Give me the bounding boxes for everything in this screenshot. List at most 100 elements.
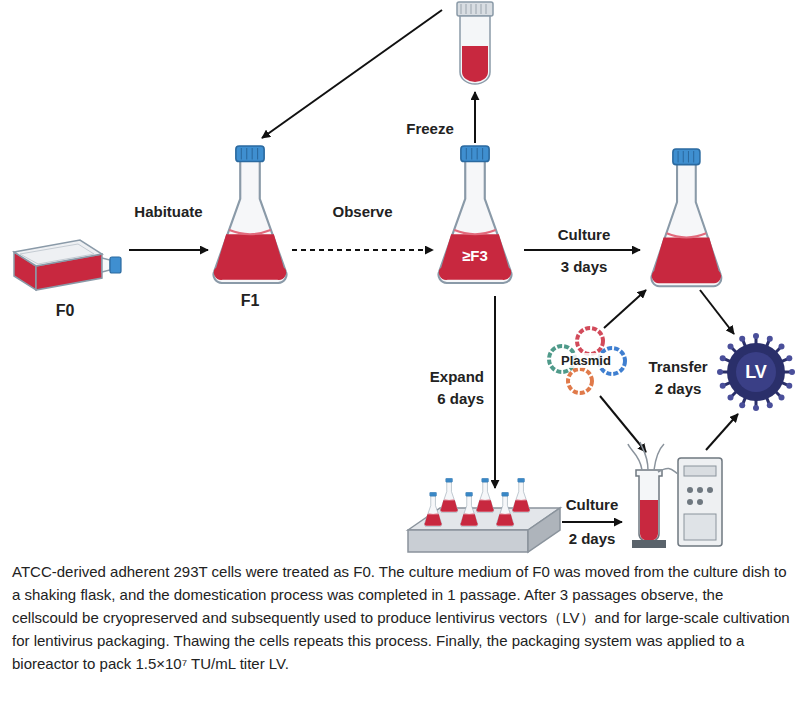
bioreactor — [684, 514, 716, 540]
shaker-flasks — [424, 478, 529, 526]
bioreactor — [636, 470, 662, 542]
shake-flask — [482, 478, 489, 482]
shake-flask — [480, 499, 490, 500]
shape-part — [236, 146, 264, 162]
culture-flask — [5, 232, 125, 294]
shape-part — [461, 146, 489, 162]
shake-flask — [446, 478, 453, 482]
shake-flask — [440, 478, 457, 512]
bioreactor — [628, 442, 678, 474]
shape-part — [728, 344, 734, 350]
shake-flask — [430, 492, 437, 496]
shake-flask — [500, 513, 510, 514]
shake-flask — [678, 151, 694, 162]
shape-part — [454, 230, 495, 234]
shape-part — [779, 395, 785, 401]
flask-node: F1 — [212, 145, 288, 310]
shake-flask — [466, 492, 473, 496]
shape-part — [568, 369, 592, 393]
step-label: 2 days — [567, 530, 618, 547]
shape-part — [727, 343, 785, 401]
shape-part — [739, 336, 745, 342]
shape-part — [786, 383, 792, 389]
flask-node: F0 — [5, 232, 125, 320]
shake-flask — [496, 492, 513, 526]
shake-flask — [467, 493, 471, 496]
shake-flask — [518, 478, 525, 482]
step-label: Culture — [556, 226, 613, 243]
shake-flask — [464, 513, 474, 514]
figure-caption: ATCC-derived adherent 293T cells were tr… — [12, 560, 790, 675]
cryo-tube — [461, 4, 486, 14]
step-label: Culture — [564, 496, 621, 513]
shake-flask — [673, 149, 700, 165]
step-label: Observe — [330, 203, 394, 220]
step-label: Habituate — [132, 203, 204, 220]
shape-part — [728, 395, 734, 401]
cryo-tube — [462, 46, 488, 82]
shape-part — [739, 402, 745, 408]
shake-flask — [502, 492, 509, 496]
shape-part — [779, 344, 785, 350]
shape-part — [736, 352, 776, 392]
shake-flask — [212, 145, 288, 285]
bioreactor — [684, 466, 716, 476]
shape-part — [110, 257, 121, 273]
step-label: 3 days — [559, 258, 610, 275]
step-label: 6 days — [435, 390, 486, 407]
shaker-platform — [408, 508, 560, 552]
shake-flask — [512, 478, 529, 512]
shake-flask — [476, 478, 493, 512]
shape-part — [14, 240, 102, 266]
shake-flask — [424, 514, 441, 525]
shape-part — [439, 234, 511, 280]
step-label: 2 days — [653, 380, 704, 397]
shape-part — [241, 148, 257, 159]
flask-node: ≥F3 — [437, 145, 513, 285]
shake-flask — [437, 145, 513, 285]
shake-flask — [652, 237, 721, 283]
process-arrows — [604, 290, 646, 328]
process-arrows — [262, 10, 442, 138]
shape-part — [577, 328, 603, 354]
cryo-tube — [457, 2, 493, 16]
shake-flask — [483, 479, 487, 482]
shape-part — [767, 402, 773, 408]
process-arrow — [129, 249, 208, 251]
shake-flask — [651, 163, 721, 287]
shake-flask — [496, 496, 513, 527]
edge-layer — [129, 250, 433, 251]
shake-flask — [503, 493, 507, 496]
cryo-tube — [457, 2, 493, 84]
shape-part — [789, 369, 795, 375]
culture-flask — [651, 149, 721, 286]
shape-part — [214, 160, 287, 283]
shake-flask — [444, 499, 454, 500]
shake-flask — [428, 513, 438, 514]
shape-part — [466, 148, 482, 159]
shape-part — [229, 230, 270, 234]
shape-part — [753, 405, 759, 411]
shake-flask — [440, 500, 457, 511]
cryo-tube — [460, 16, 490, 84]
process-arrows — [262, 10, 738, 522]
shake-flask — [651, 149, 721, 286]
shake-flask — [512, 482, 529, 513]
bioreactor — [678, 458, 722, 546]
process-arrow — [292, 249, 433, 251]
shape-part — [214, 234, 286, 280]
shake-flask — [667, 233, 707, 237]
bioreactor — [687, 487, 693, 493]
shake-flask — [496, 514, 513, 525]
shape-part — [717, 369, 723, 375]
shape-part — [439, 160, 512, 283]
shaker-platform — [528, 508, 560, 552]
bioreactor — [632, 540, 666, 548]
bioreactor — [640, 500, 658, 541]
process-arrows — [706, 414, 738, 450]
shake-flask — [516, 499, 526, 500]
process-arrows — [562, 521, 622, 523]
shape-part — [720, 355, 726, 361]
shake-flask — [447, 479, 451, 482]
bioreactor — [697, 499, 703, 505]
